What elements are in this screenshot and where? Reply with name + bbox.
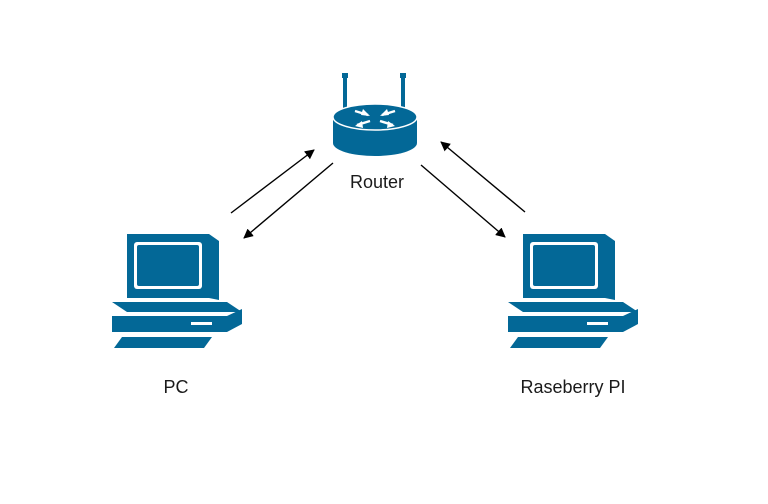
arrow-pc-to-router [230,149,315,214]
connection-pc-router [230,149,334,239]
desktop-computer-icon [112,234,242,348]
raspberry-pi-node[interactable]: Raseberry PI [508,234,638,397]
arrow-raspberry-to-router [440,141,526,213]
desktop-computer-icon [508,234,638,348]
router-node[interactable]: Router [332,73,418,192]
router-icon [332,73,418,156]
arrow-router-to-raspberry [420,164,506,238]
pc-node[interactable]: PC [112,234,242,397]
arrow-router-to-pc [243,162,334,239]
pc-label: PC [163,377,188,397]
connection-router-raspberry [420,141,526,238]
raspberry-pi-label: Raseberry PI [520,377,625,397]
router-label: Router [350,172,404,192]
